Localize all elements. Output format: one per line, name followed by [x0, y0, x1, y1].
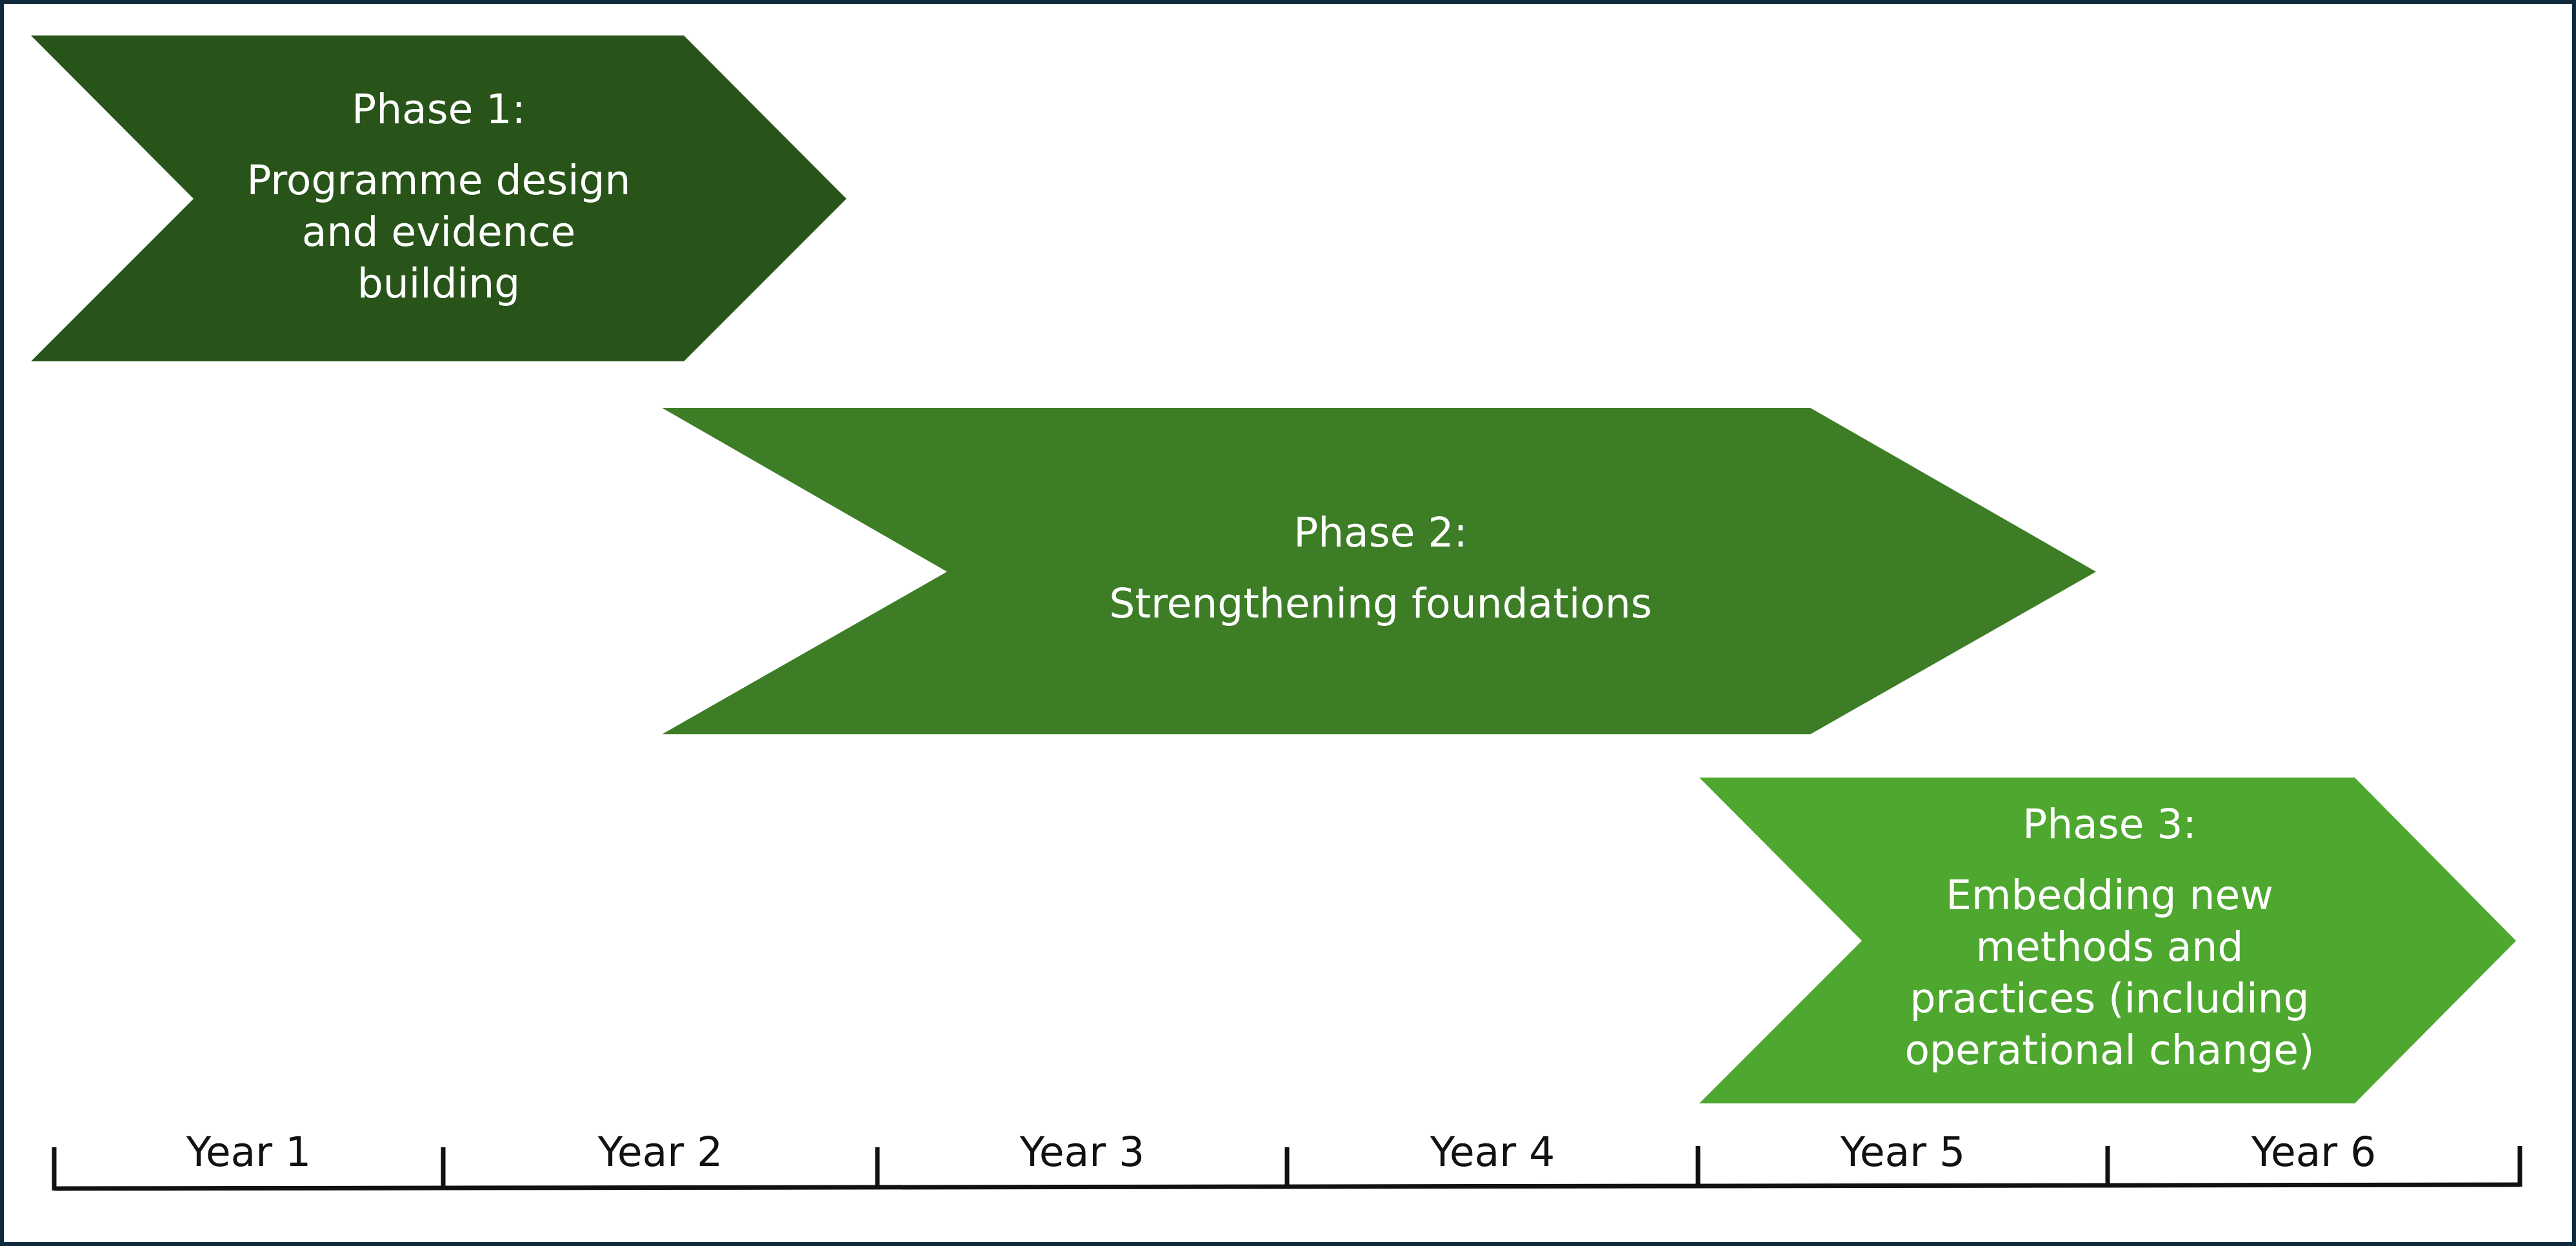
phase-3-title: Phase 3: [2022, 801, 2197, 848]
phase-2-title: Phase 2: [1293, 509, 1468, 556]
year-label: Year 1 [186, 1129, 312, 1176]
phase-2-text: Phase 2: Strengthening foundations [1058, 507, 1703, 630]
phase-3-text: Phase 3: Embedding new methods and pract… [1884, 799, 2335, 1076]
year-label: Year 3 [1019, 1129, 1145, 1176]
year-label: Year 4 [1430, 1129, 1555, 1176]
phase-1-chevron [31, 35, 846, 361]
phase-3-chevron [1699, 778, 2516, 1103]
year-label: Year 5 [1840, 1129, 1966, 1176]
phase-1-text: Phase 1: Programme design and evidence b… [239, 84, 639, 310]
phase-3-description: Embedding new methods and practices (inc… [1904, 872, 2315, 1074]
phase-2-chevron [662, 408, 2096, 734]
phase-2-description: Strengthening foundations [1109, 580, 1652, 627]
phase-1-title: Phase 1: [352, 86, 526, 133]
year-label: Year 6 [2251, 1129, 2377, 1176]
phase-1-description: Programme design and evidence building [246, 157, 631, 307]
year-label: Year 2 [597, 1129, 723, 1176]
